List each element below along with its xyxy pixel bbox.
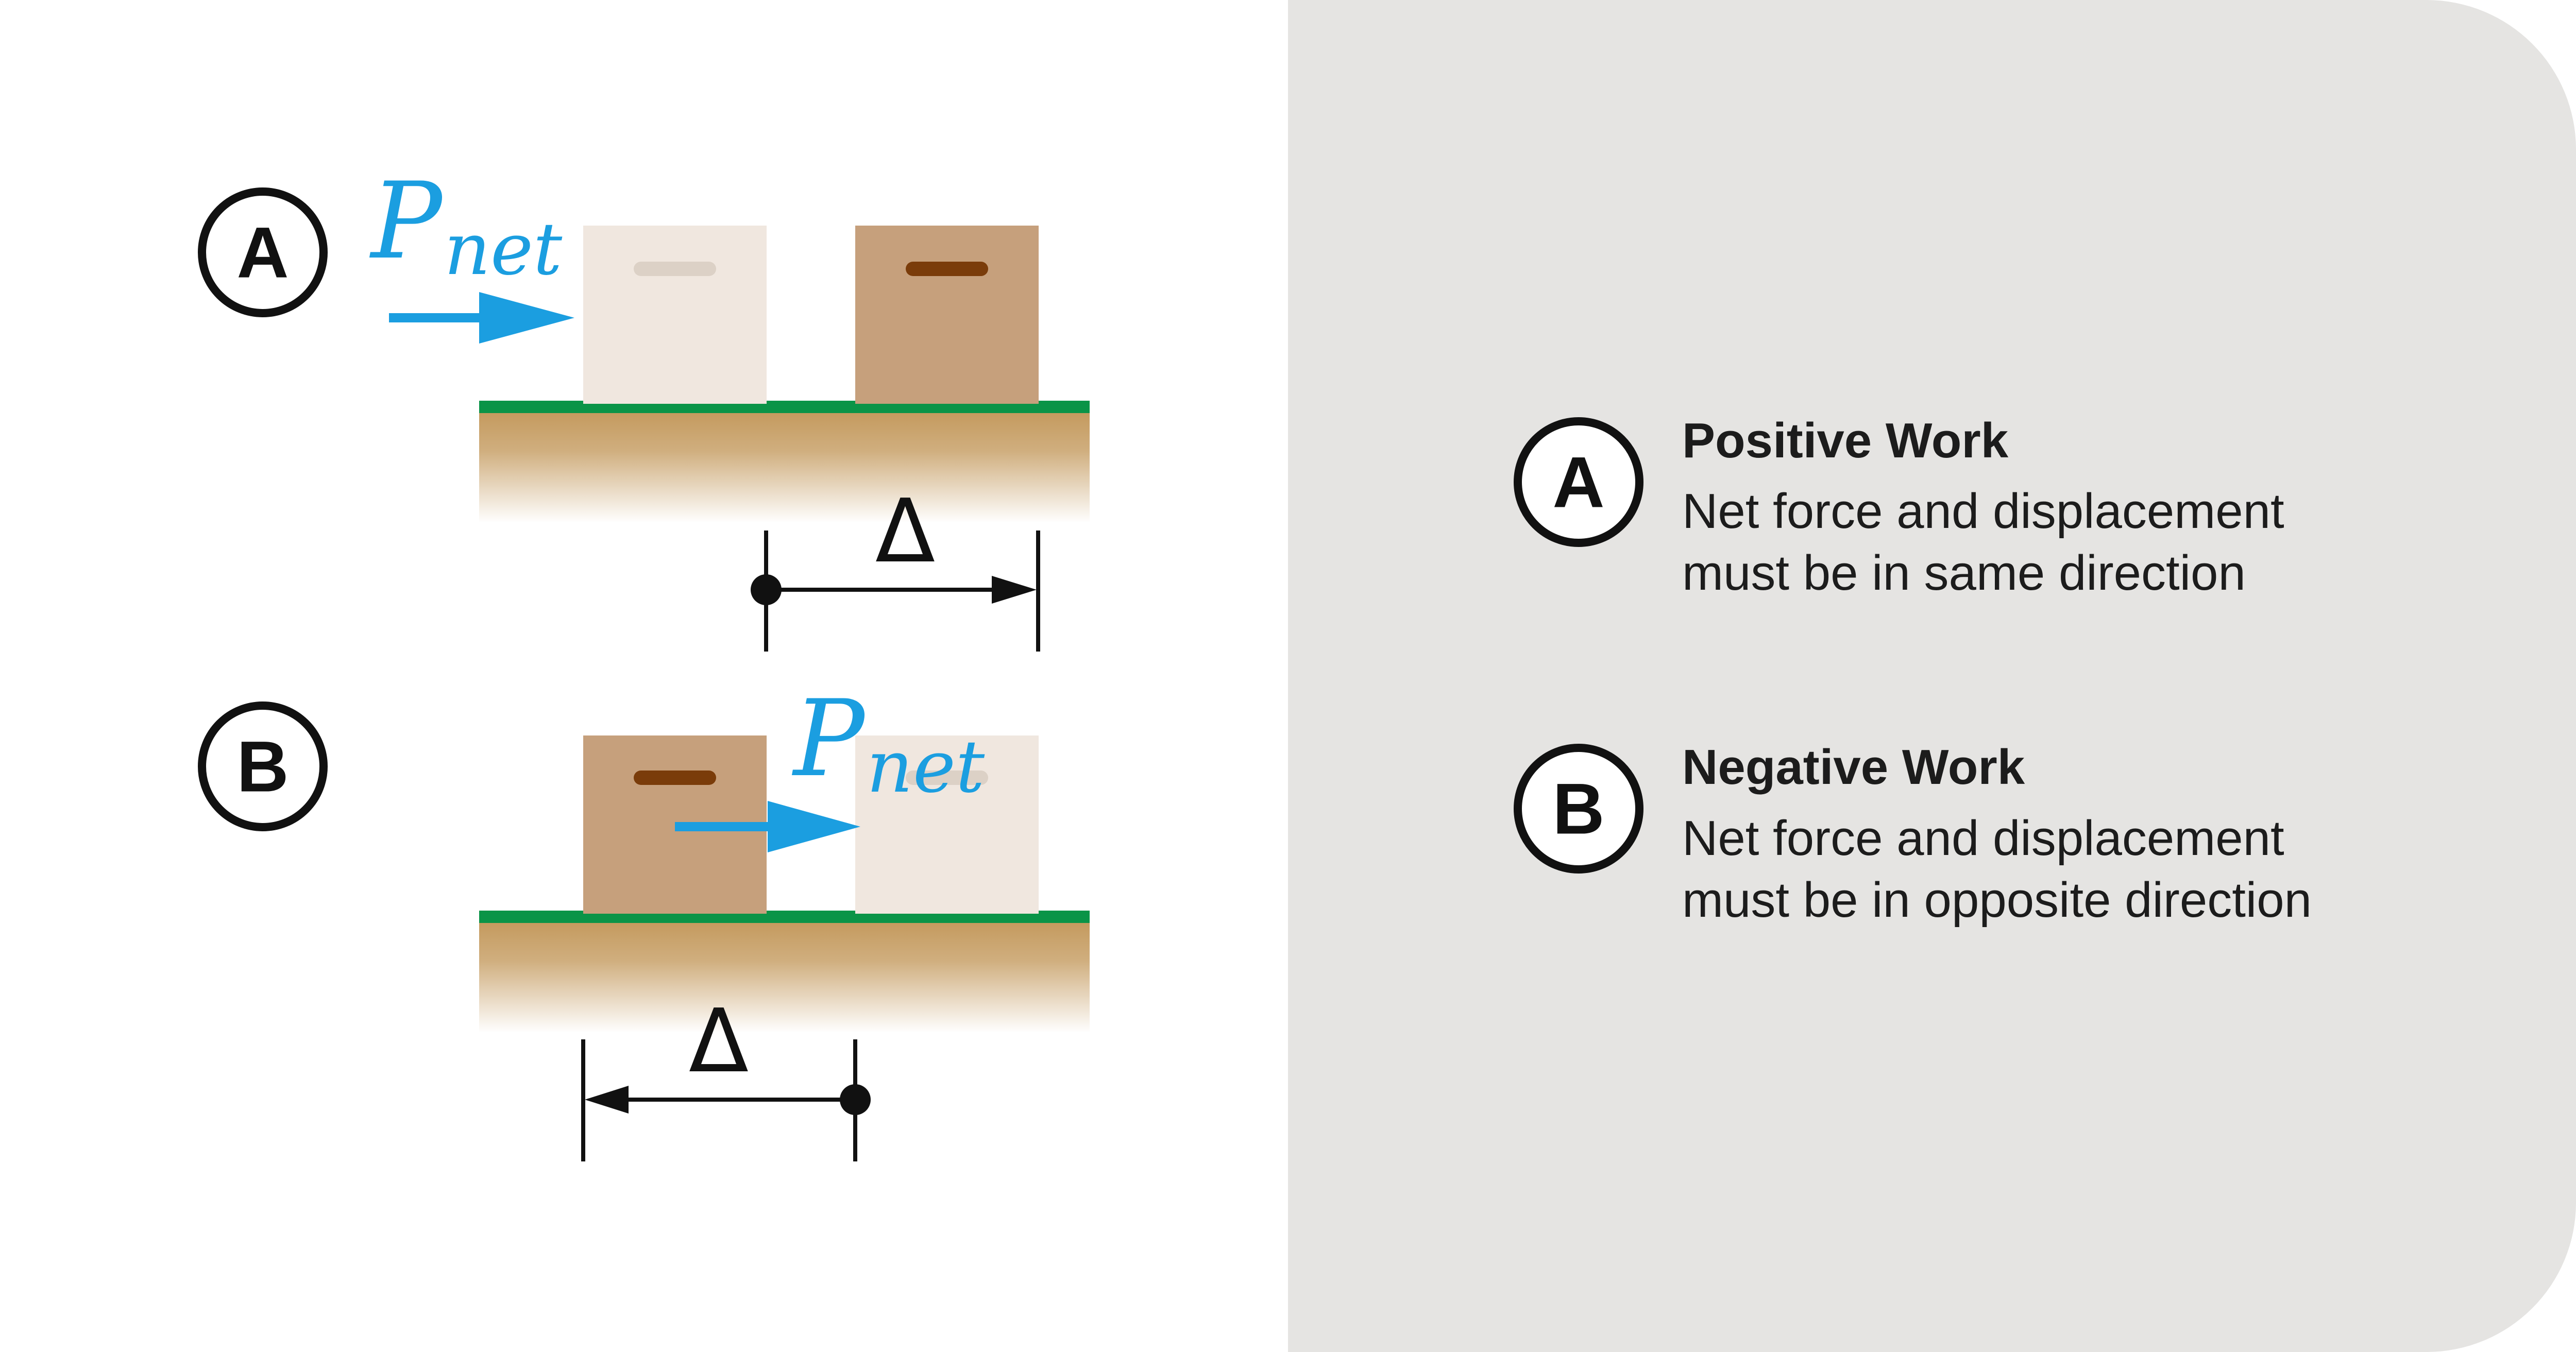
force-arrow-a bbox=[389, 292, 574, 344]
legend-badge-a bbox=[1514, 417, 1643, 547]
ground-a bbox=[479, 401, 1090, 523]
legend-desc-positive-line2: must be in same direction bbox=[1682, 545, 2246, 601]
legend-entry-negative: B Negative Work Net force and displaceme… bbox=[1514, 740, 2312, 928]
scenario-a: A P net Δ bbox=[198, 160, 1090, 652]
scenario-b: B P net Δ bbox=[198, 678, 1090, 1161]
legend-title-positive: Positive Work bbox=[1682, 413, 2009, 468]
force-label-a: P net bbox=[369, 160, 563, 292]
handle-solid-a bbox=[906, 262, 988, 276]
badge-a-label: A bbox=[236, 212, 289, 293]
displacement-arrow-b bbox=[581, 1039, 871, 1161]
displacement-arrow-a bbox=[751, 530, 1040, 652]
handle-ghost-a bbox=[634, 262, 716, 276]
legend-desc-positive-line1: Net force and displacement bbox=[1682, 484, 2284, 539]
legend-title-negative: Negative Work bbox=[1682, 740, 2025, 795]
badge-b: B bbox=[198, 701, 328, 831]
box-initial-ghost-a bbox=[583, 226, 767, 404]
legend-badge-b-label: B bbox=[1552, 768, 1604, 849]
legend-desc-negative-line2: must be in opposite direction bbox=[1682, 872, 2312, 928]
legend-desc-negative-line1: Net force and displacement bbox=[1682, 811, 2284, 866]
handle-solid-b bbox=[634, 771, 716, 785]
displacement-label-b: Δ bbox=[689, 990, 749, 1092]
ground-b bbox=[479, 911, 1090, 1033]
legend-panel bbox=[1288, 0, 2576, 1352]
displacement-label-a: Δ bbox=[875, 481, 935, 583]
legend-badge-a-label: A bbox=[1552, 442, 1604, 523]
legend-entry-positive: A Positive Work Net force and displaceme… bbox=[1514, 413, 2284, 601]
force-arrow-b bbox=[675, 801, 860, 852]
handle-ghost-b bbox=[906, 771, 988, 785]
box-final-a bbox=[855, 226, 1039, 404]
badge-a: A bbox=[198, 187, 328, 317]
force-label-b: P net bbox=[791, 678, 985, 809]
badge-b-label: B bbox=[236, 726, 289, 807]
legend-badge-b bbox=[1514, 744, 1643, 874]
box-initial-ghost-b bbox=[855, 735, 1039, 914]
